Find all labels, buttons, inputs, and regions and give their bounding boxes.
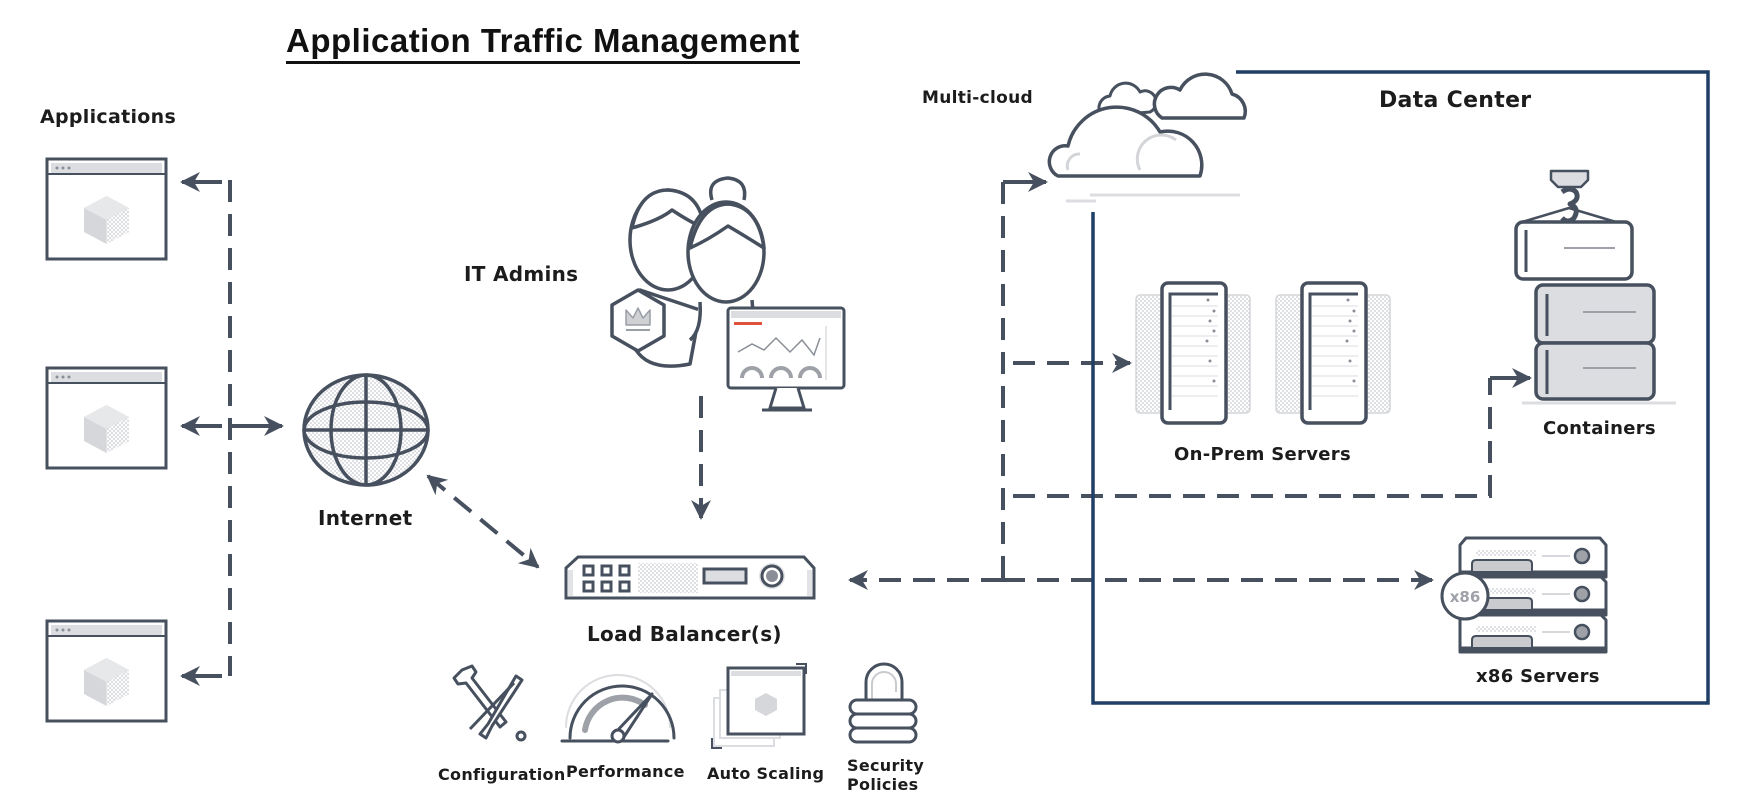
- load-balancers-label: Load Balancer(s): [587, 622, 782, 646]
- feature-auto-scaling-label: Auto Scaling: [707, 764, 825, 783]
- x86-badge-text: x86: [1450, 588, 1481, 606]
- multi-cloud-icon: [1047, 72, 1248, 203]
- applications-label: Applications: [40, 106, 177, 128]
- connector-arrows: [1003, 172, 1532, 388]
- diagram-title: Application Traffic Management: [286, 22, 800, 64]
- application-window-3: [45, 619, 168, 723]
- x86-servers-icon: [1440, 536, 1608, 654]
- on-prem-servers-label: On-Prem Servers: [1174, 444, 1351, 465]
- speedometer-icon: [560, 674, 676, 744]
- application-window-1: [45, 157, 168, 261]
- data-center-boundary: [1091, 70, 1710, 705]
- x86-servers-label: x86 Servers: [1476, 666, 1600, 687]
- it-admins-icon: [610, 176, 766, 368]
- multi-cloud-label: Multi-cloud: [922, 88, 1034, 108]
- dashboard-monitor-icon: [726, 306, 846, 412]
- wrench-screwdriver-icon: [452, 664, 527, 742]
- it-admins-label: IT Admins: [464, 262, 579, 286]
- containers-icon: [1514, 169, 1676, 405]
- on-prem-server-rack-2: [1275, 281, 1391, 425]
- feature-security-policies-label: Security Policies: [847, 756, 925, 794]
- globe-icon: [302, 373, 430, 487]
- app-arrows: [180, 172, 284, 686]
- stacked-windows-icon: [711, 663, 807, 749]
- feature-performance-label: Performance: [566, 762, 685, 781]
- data-center-label: Data Center: [1379, 88, 1532, 113]
- internet-loadbalancer-connector: [426, 474, 540, 569]
- application-window-2: [45, 366, 168, 470]
- loadbalancer-bus-connector: [848, 182, 1492, 590]
- load-balancer-icon: [564, 555, 816, 600]
- on-prem-server-rack-1: [1135, 281, 1251, 425]
- containers-label: Containers: [1543, 418, 1656, 439]
- padlock-icon: [848, 662, 918, 744]
- internet-label: Internet: [318, 506, 413, 530]
- feature-configuration-label: Configuration: [438, 765, 566, 784]
